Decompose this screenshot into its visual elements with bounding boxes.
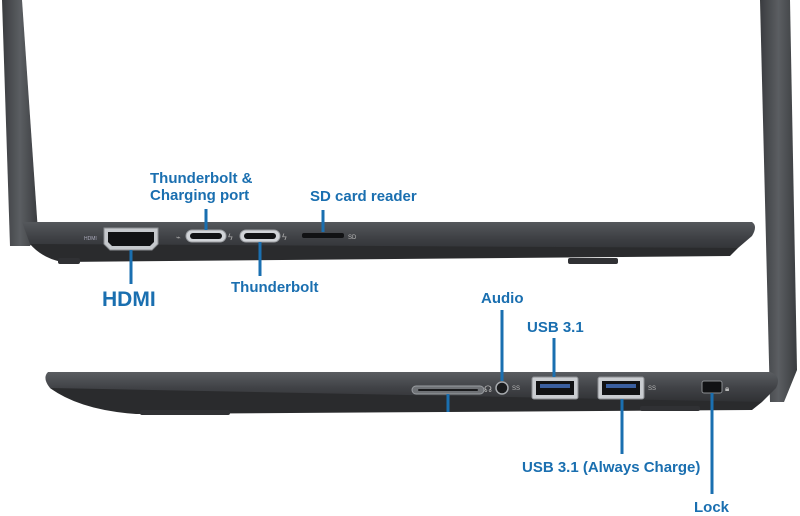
laptop-right-side: ☊ SS SS 🔒︎	[45, 372, 778, 415]
power-plug-icon: ⌁	[176, 233, 181, 242]
sd-glyph-icon: SD	[348, 235, 357, 241]
hdmi-glyph-icon: HDMI	[84, 236, 97, 242]
label-usb31-always-charge: USB 3.1 (Always Charge)	[522, 459, 701, 476]
thunderbolt-bolt-icon: ϟ	[282, 232, 287, 242]
headset-icon: ☊	[484, 384, 492, 394]
callout-lines	[129, 209, 714, 494]
laptop-left-side: HDMI ⌁ ϟ ϟ SD	[2, 0, 797, 402]
foot	[640, 406, 700, 411]
audio-jack-icon	[495, 381, 509, 395]
label-usb31: USB 3.1	[527, 319, 584, 336]
foot	[140, 410, 230, 415]
lid-left	[2, 0, 38, 246]
label-thunderbolt-charging: Thunderbolt & Charging port	[150, 170, 253, 205]
sd-card-slot-icon	[302, 233, 344, 238]
ss-usb-glyph-icon: SS	[512, 386, 520, 392]
foot	[568, 258, 618, 264]
foot	[58, 258, 80, 264]
lock-slot-icon	[701, 380, 723, 394]
label-thunderbolt: Thunderbolt	[231, 279, 319, 296]
padlock-icon: 🔒︎	[725, 384, 729, 393]
ss-usb-glyph-icon: SS	[648, 386, 656, 392]
label-sd-card-reader: SD card reader	[310, 188, 417, 205]
label-lock: Lock	[694, 499, 730, 516]
thunderbolt-bolt-icon: ϟ	[228, 232, 233, 242]
lid-right	[760, 0, 797, 402]
label-audio: Audio	[481, 290, 524, 307]
label-hdmi: HDMI	[102, 288, 156, 311]
